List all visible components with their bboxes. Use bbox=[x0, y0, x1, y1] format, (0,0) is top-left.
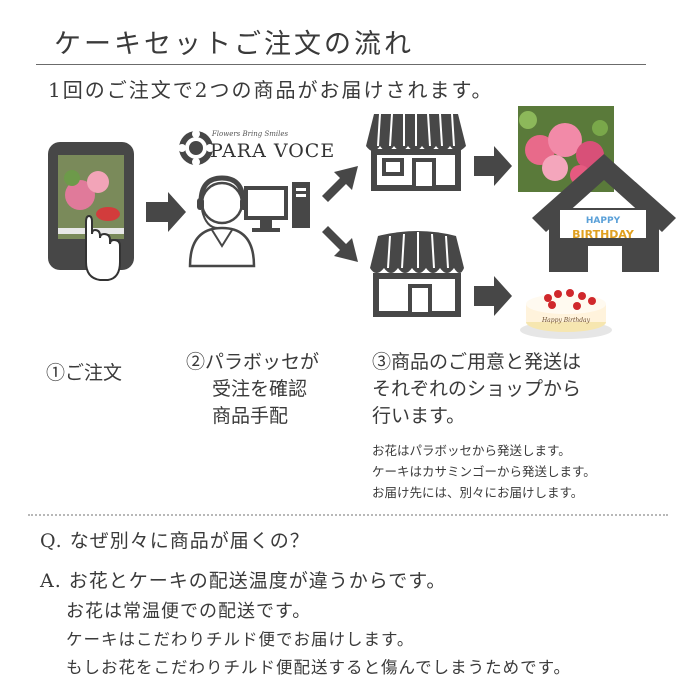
title-divider bbox=[36, 64, 646, 65]
arrow-right-icon bbox=[474, 276, 512, 316]
cake-shop-icon bbox=[370, 231, 464, 317]
hand-tap-icon bbox=[85, 214, 121, 281]
brand-logo-text: PARA VOCE bbox=[210, 140, 336, 162]
flower-emblem-icon bbox=[178, 130, 214, 166]
page-title: ケーキセットご注文の流れ bbox=[54, 29, 414, 60]
banner-line1: HAPPY bbox=[585, 216, 621, 226]
house-icon bbox=[532, 154, 676, 272]
arrow-down-right-icon bbox=[322, 226, 358, 262]
step2-line: 受注を確認 bbox=[212, 378, 308, 400]
cake-photo bbox=[520, 289, 612, 339]
arrow-up-right-icon bbox=[322, 166, 358, 202]
faq-answer-line: お花は常温便での配送です。 bbox=[66, 601, 312, 622]
cake-plate-text: Happy Birthday bbox=[541, 317, 591, 324]
step3-line: ③商品のご用意と発送は bbox=[372, 351, 582, 373]
brand-tagline: Flowers Bring Smiles bbox=[211, 130, 289, 138]
birthday-banner: HAPPY BIRTHDAY bbox=[562, 212, 644, 240]
note-line: お届け先には、別々にお届けします。 bbox=[372, 485, 584, 500]
faq-answer-line: ケーキはこだわりチルド便でお届けします。 bbox=[66, 630, 415, 649]
flower-shop-icon bbox=[366, 113, 466, 191]
banner-line2: BIRTHDAY bbox=[572, 228, 634, 241]
faq-answer-line: もしお花をこだわりチルド便配送すると傷んでしまうためです。 bbox=[66, 658, 572, 677]
step-shipping: ③商品のご用意と発送は それぞれのショップから 行います。 bbox=[372, 349, 581, 430]
faq-question: Q. なぜ別々に商品が届くの？ bbox=[40, 530, 310, 552]
step2-line: 商品手配 bbox=[212, 405, 289, 427]
faq-answer-line: A. お花とケーキの配送温度が違うからです。 bbox=[40, 570, 447, 592]
arrow-right-icon bbox=[146, 192, 186, 232]
step-order: ①ご注文 bbox=[46, 362, 123, 384]
page-subtitle: 1回のご注文で2つの商品がお届けされます。 bbox=[48, 78, 494, 102]
shipping-notes: お花はパラボッセから発送します。 ケーキはカサミンゴーから発送します。 お届け先… bbox=[372, 440, 596, 503]
computer-icon bbox=[244, 182, 310, 232]
note-line: お花はパラボッセから発送します。 bbox=[372, 443, 571, 458]
operator-icon bbox=[188, 175, 256, 268]
step3-line: それぞれのショップから bbox=[372, 378, 582, 400]
step-confirm: ②パラボッセが 受注を確認 商品手配 bbox=[186, 349, 319, 430]
arrow-right-icon bbox=[474, 146, 512, 186]
step2-line: ②パラボッセが bbox=[186, 351, 320, 373]
dotted-divider bbox=[28, 514, 668, 516]
step3-line: 行います。 bbox=[372, 405, 466, 427]
note-line: ケーキはカサミンゴーから発送します。 bbox=[372, 464, 596, 479]
